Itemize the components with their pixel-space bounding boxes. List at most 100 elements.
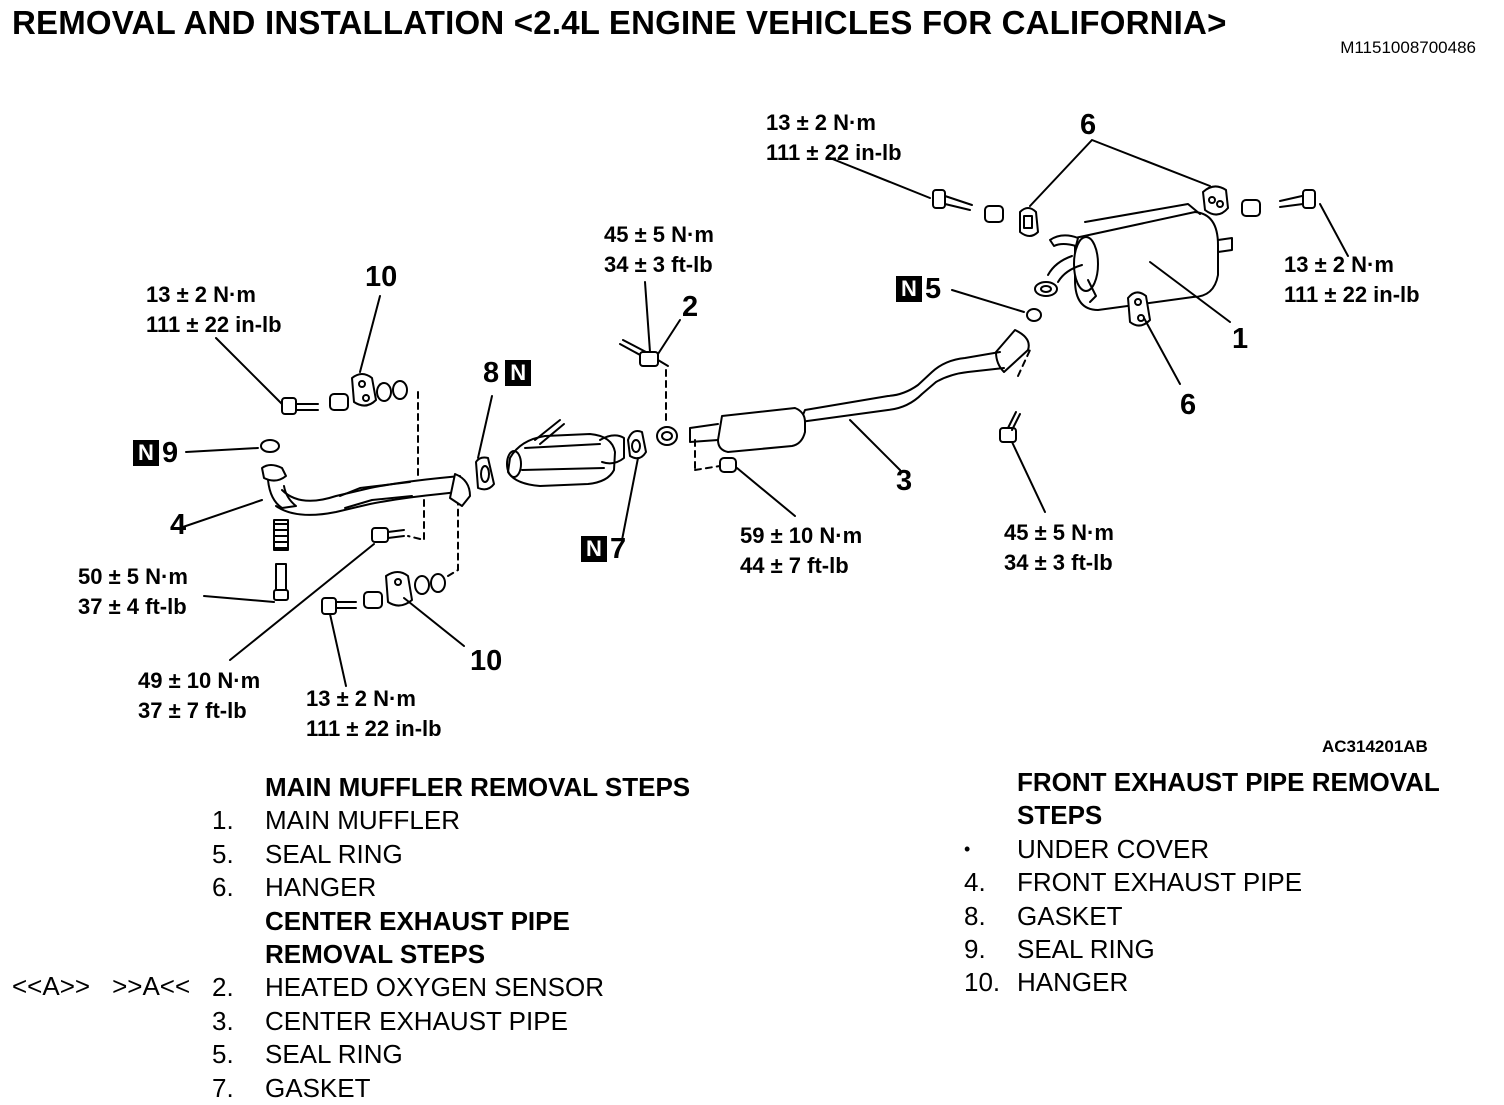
center-exhaust-pipe: [656, 329, 1030, 471]
torque-value-nm: 13 ± 2 N·m: [1284, 252, 1394, 277]
torque-spec-front-hanger-lower: 13 ± 2 N·m 111 ± 22 in-lb: [306, 684, 442, 744]
torque-spec-oxygen-sensor: 45 ± 5 N·m 34 ± 3 ft-lb: [604, 220, 714, 280]
rear-flange-bolt: [999, 349, 1046, 513]
new-part-mark: N: [581, 536, 607, 562]
new-part-mark: N: [505, 360, 532, 386]
torque-value-imperial: 37 ± 7 ft-lb: [138, 698, 247, 723]
callout-number: 5: [925, 273, 942, 305]
seal-ring-rear: [1026, 308, 1042, 322]
list-item: 5.SEAL RING: [212, 1039, 403, 1070]
service-mark-removal: <<A>>: [12, 971, 91, 1001]
muffler-hanger-bolt-left: [932, 189, 1004, 223]
steps-heading: FRONT EXHAUST PIPE REMOVAL: [1017, 767, 1440, 797]
torque-value-nm: 59 ± 10 N·m: [740, 523, 863, 548]
list-item: 1.MAIN MUFFLER: [212, 805, 460, 836]
main-muffler: [1034, 203, 1233, 323]
list-item: 7.GASKET: [212, 1072, 371, 1103]
front-flange-bolt: [229, 499, 425, 661]
catalytic-converter: [506, 419, 625, 487]
callout-3: 3: [896, 465, 913, 497]
torque-spec-center-nut: 59 ± 10 N·m 44 ± 7 ft-lb: [740, 521, 862, 581]
page-title: REMOVAL AND INSTALLATION <2.4L ENGINE VE…: [12, 4, 1227, 41]
torque-value-nm: 13 ± 2 N·m: [146, 282, 256, 307]
list-item: 3.CENTER EXHAUST PIPE: [212, 1005, 568, 1036]
gasket-7: [621, 430, 647, 541]
steps-heading: MAIN MUFFLER REMOVAL STEPS: [265, 772, 691, 802]
seal-ring-front: [260, 439, 280, 453]
front-hanger-lower: [321, 503, 465, 687]
callout-1: 1: [1232, 323, 1249, 355]
callout-number: 7: [610, 533, 627, 565]
muffler-hanger-lower: [1127, 291, 1151, 327]
front-pipe-steps: FRONT EXHAUST PIPE REMOVAL STEPS •UNDER …: [964, 766, 1494, 1000]
callout-2: 2: [682, 291, 699, 323]
new-part-mark: N: [896, 276, 922, 302]
leader-muffler-left-torque: [829, 157, 931, 199]
torque-spec-rear-flange-bolt: 45 ± 5 N·m 34 ± 3 ft-lb: [1004, 518, 1114, 578]
callout-number: 8: [483, 357, 500, 389]
front-hanger-upper: [215, 295, 419, 479]
front-pipe-spring-stud: [203, 519, 289, 603]
torque-value-imperial: 111 ± 22 in-lb: [1284, 282, 1420, 307]
muffler-hanger-upper-left: [1019, 207, 1039, 237]
heated-oxygen-sensor: [619, 339, 669, 426]
new-part-mark: N: [133, 440, 159, 466]
leader-muffler-right-torque: [1319, 203, 1349, 257]
list-item: 8.GASKET: [964, 900, 1123, 931]
torque-spec-front-flange-bolt: 49 ± 10 N·m 37 ± 7 ft-lb: [138, 666, 260, 726]
torque-value-imperial: 111 ± 22 in-lb: [306, 716, 442, 741]
torque-value-imperial: 34 ± 3 ft-lb: [604, 252, 713, 277]
torque-spec-front-stud: 50 ± 5 N·m 37 ± 4 ft-lb: [78, 562, 188, 622]
center-pipe-nut: [694, 439, 796, 517]
leader-callout-6-upper: [1029, 139, 1211, 207]
list-item: 9.SEAL RING: [964, 934, 1155, 965]
torque-value-imperial: 111 ± 22 in-lb: [766, 140, 902, 165]
callout-6-upper: 6: [1080, 109, 1097, 141]
front-exhaust-pipe: [179, 464, 471, 529]
main-muffler-steps: MAIN MUFFLER REMOVAL STEPS 1.MAIN MUFFLE…: [212, 771, 772, 1105]
gasket-8: [475, 395, 495, 491]
document-id: M1151008700486: [1340, 38, 1476, 57]
callout-6-lower: 6: [1180, 389, 1197, 421]
figure-id: AC314201AB: [1322, 737, 1428, 756]
torque-value-imperial: 37 ± 4 ft-lb: [78, 594, 187, 619]
torque-value-nm: 45 ± 5 N·m: [604, 222, 714, 247]
muffler-hanger-upper-right: [1202, 185, 1229, 216]
leader-callout-5: [951, 289, 1025, 313]
service-mark-installation: >>A<<: [112, 971, 191, 1001]
torque-value-nm: 13 ± 2 N·m: [766, 110, 876, 135]
callout-10-lower: 10: [470, 645, 503, 677]
leader-callout-2: [657, 319, 681, 355]
callout-10-upper: 10: [365, 261, 398, 293]
torque-value-imperial: 111 ± 22 in-lb: [146, 312, 282, 337]
torque-spec-muffler-hanger-left: 13 ± 2 N·m 111 ± 22 in-lb: [766, 108, 902, 168]
torque-spec-front-hanger-upper: 13 ± 2 N·m 111 ± 22 in-lb: [146, 280, 282, 340]
list-item: 5.SEAL RING: [212, 838, 403, 869]
list-item: 6.HANGER: [212, 872, 377, 903]
muffler-hanger-bolt-right: [1241, 189, 1316, 217]
leader-callout-6-lower: [1143, 317, 1181, 385]
callout-4: 4: [170, 509, 187, 541]
torque-value-nm: 45 ± 5 N·m: [1004, 520, 1114, 545]
torque-spec-muffler-hanger-right: 13 ± 2 N·m 111 ± 22 in-lb: [1284, 250, 1420, 310]
callout-number: 9: [162, 437, 179, 469]
torque-value-imperial: 44 ± 7 ft-lb: [740, 553, 849, 578]
leader-oxygen-sensor-torque: [644, 281, 651, 353]
torque-value-nm: 50 ± 5 N·m: [78, 564, 188, 589]
list-item: 10.HANGER: [964, 967, 1129, 998]
list-item: 4.FRONT EXHAUST PIPE: [964, 867, 1303, 898]
list-item: 2.HEATED OXYGEN SENSOR: [212, 972, 605, 1003]
steps-heading: CENTER EXHAUST PIPE: [265, 905, 570, 936]
steps-heading: STEPS: [1017, 800, 1103, 831]
torque-value-nm: 13 ± 2 N·m: [306, 686, 416, 711]
torque-value-nm: 49 ± 10 N·m: [138, 668, 261, 693]
list-item: •UNDER COVER: [964, 833, 1210, 864]
torque-value-imperial: 34 ± 3 ft-lb: [1004, 550, 1113, 575]
service-marks: <<A>> >>A<<: [12, 970, 212, 1003]
steps-heading: REMOVAL STEPS: [265, 939, 486, 970]
